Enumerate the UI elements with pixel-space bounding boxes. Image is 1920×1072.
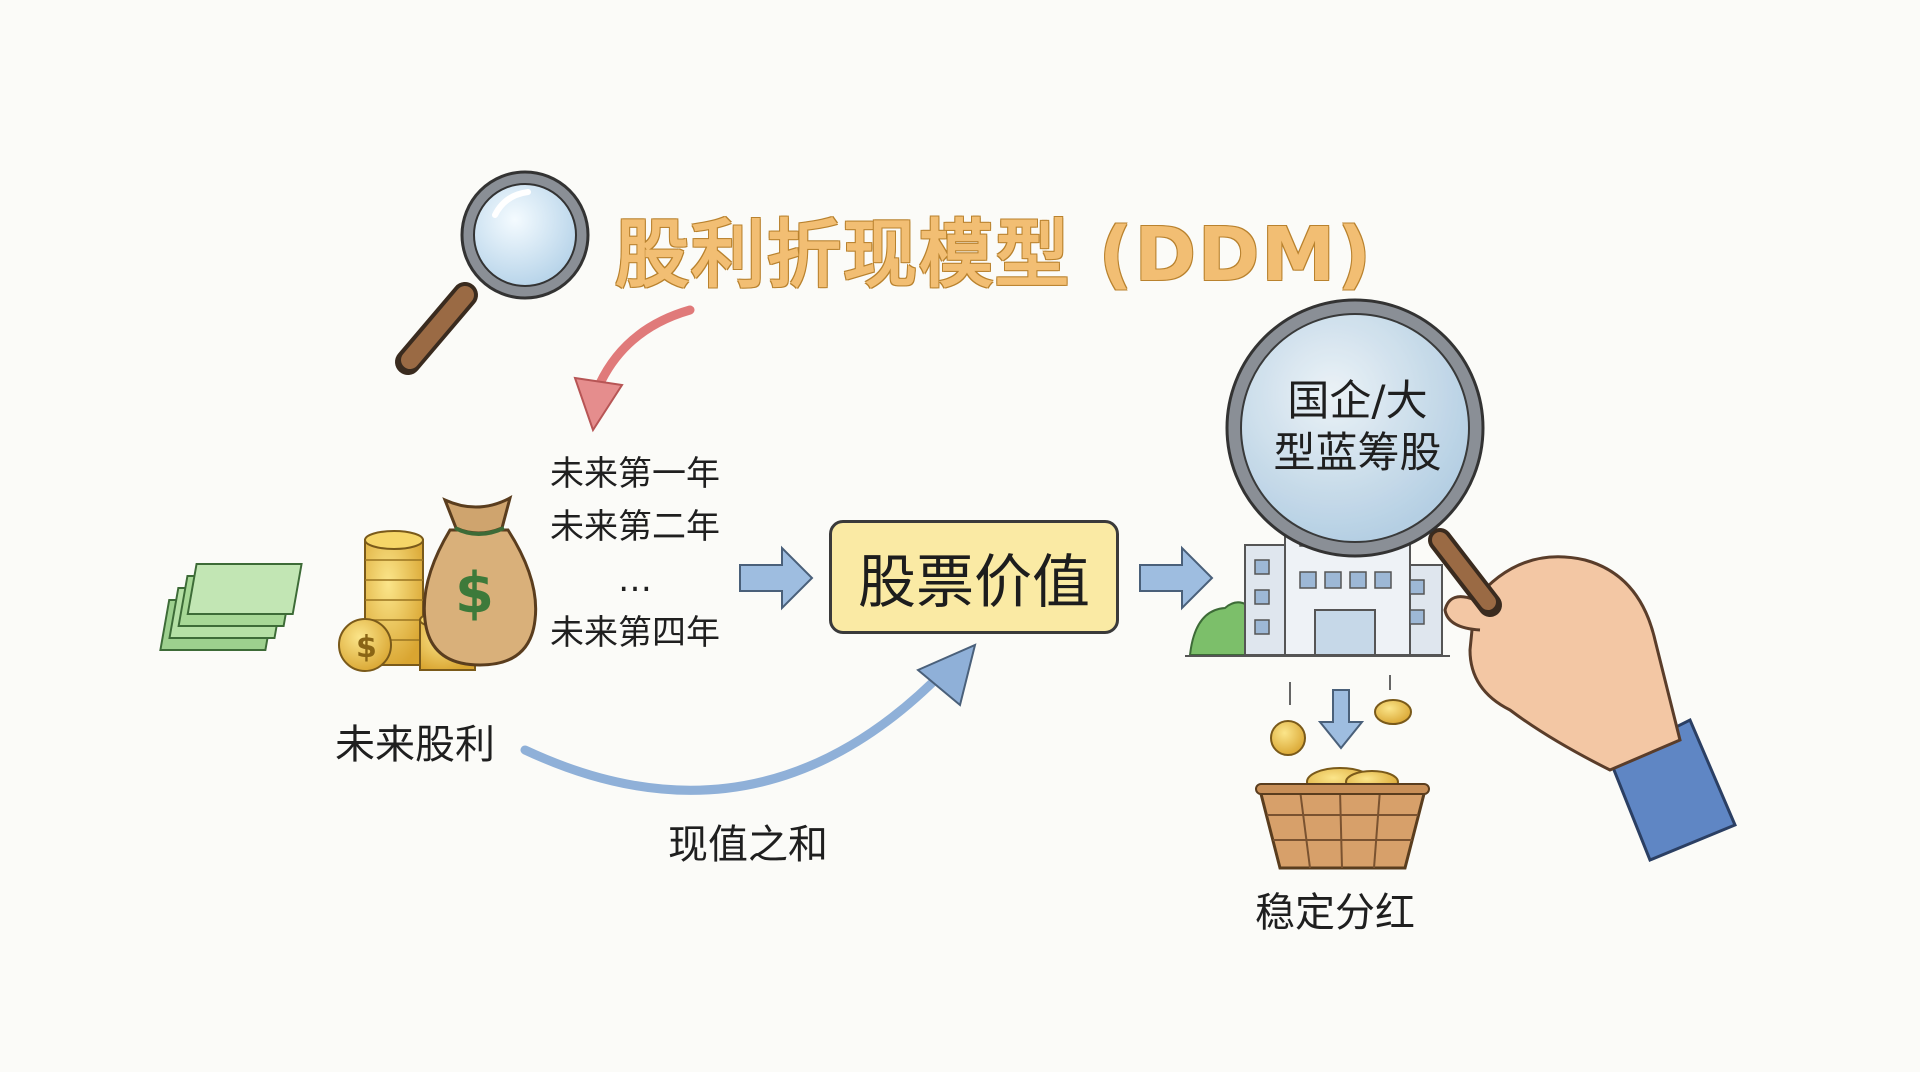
soe-label-line2: 型蓝筹股 [1273,428,1442,477]
year-1-label: 未来第一年 [550,454,720,494]
red-curved-arrow [573,305,695,433]
soe-label-line1: 国企/大 [1287,376,1428,425]
stock-value-box: 股票价值 [829,520,1119,634]
blue-curved-arrow [520,643,977,795]
cash-stack-icon [159,563,303,651]
future-dividends-label: 未来股利 [335,722,495,768]
money-bag-icon: $ [422,495,538,667]
svg-text:$: $ [455,561,494,626]
stock-value-label: 股票价值 [857,548,1090,616]
magnifier-icon [395,170,590,375]
future-years-list: 未来第一年 未来第二年 … 未来第四年 [545,448,725,660]
svg-text:$: $ [356,630,377,665]
stable-dividend-label: 稳定分红 [1255,890,1415,936]
arrow-to-company [1139,545,1214,611]
diagram-title: 股利折现模型 (DDM) [615,212,1373,298]
ellipsis-label: … [618,560,652,600]
present-value-sum-label: 现值之和 [668,822,828,868]
year-2-label: 未来第二年 [550,507,720,547]
year-4-label: 未来第四年 [550,613,720,653]
arrow-to-stock-value [739,545,814,611]
falling-coins-icon [1270,675,1412,756]
basket-icon [1255,767,1430,870]
hand-magnifier-icon [1225,298,1737,862]
soe-bluechip-label: 国企/大 型蓝筹股 [1265,375,1450,479]
